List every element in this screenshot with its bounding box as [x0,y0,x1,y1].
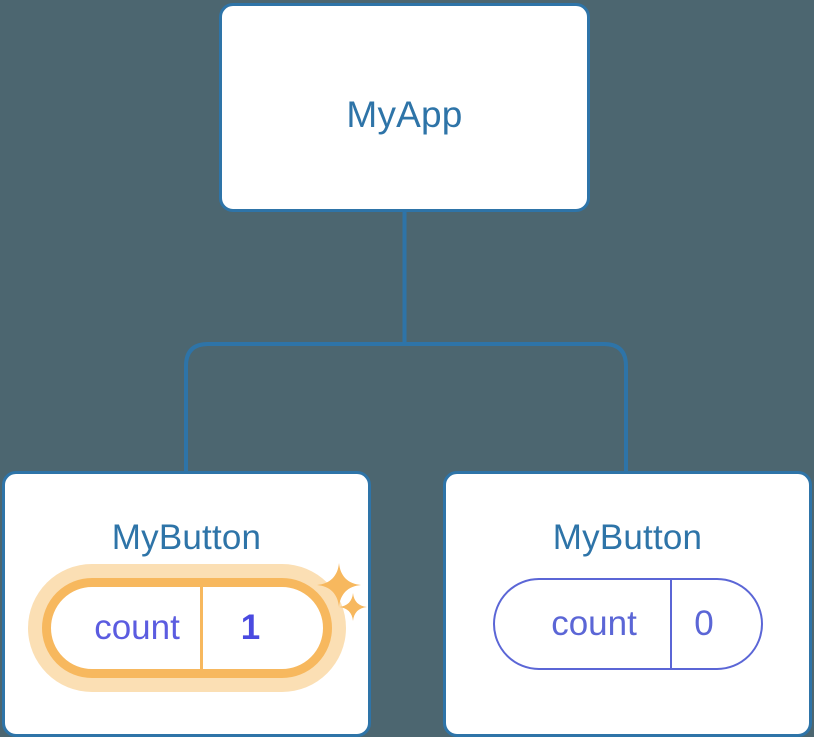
node-title-mybutton-right: MyButton [552,518,703,557]
state-key-left: count [51,587,203,669]
state-pill-wrap-left: count 1 [5,564,368,692]
edge-bus-right [404,342,628,473]
state-key-right: count [495,580,672,668]
state-value-left: 1 [240,608,261,647]
state-value-right: 0 [694,604,714,643]
node-card-root[interactable]: MyApp [219,3,590,212]
node-card-mybutton-left[interactable]: MyButton count 1 [2,471,371,737]
node-title-mybutton-left: MyButton [111,518,262,557]
state-pill-right[interactable]: count 0 [492,578,763,670]
state-pill-wrap-right: count 0 [446,578,809,670]
state-pill-left[interactable]: count 1 [41,578,332,678]
state-pill-outer-left: count 1 [27,564,346,692]
node-title-root: MyApp [346,94,463,135]
state-pill-outer-right: count 0 [492,578,763,670]
edge-bus-left [184,342,405,473]
node-card-mybutton-right[interactable]: MyButton count 0 [443,471,812,737]
